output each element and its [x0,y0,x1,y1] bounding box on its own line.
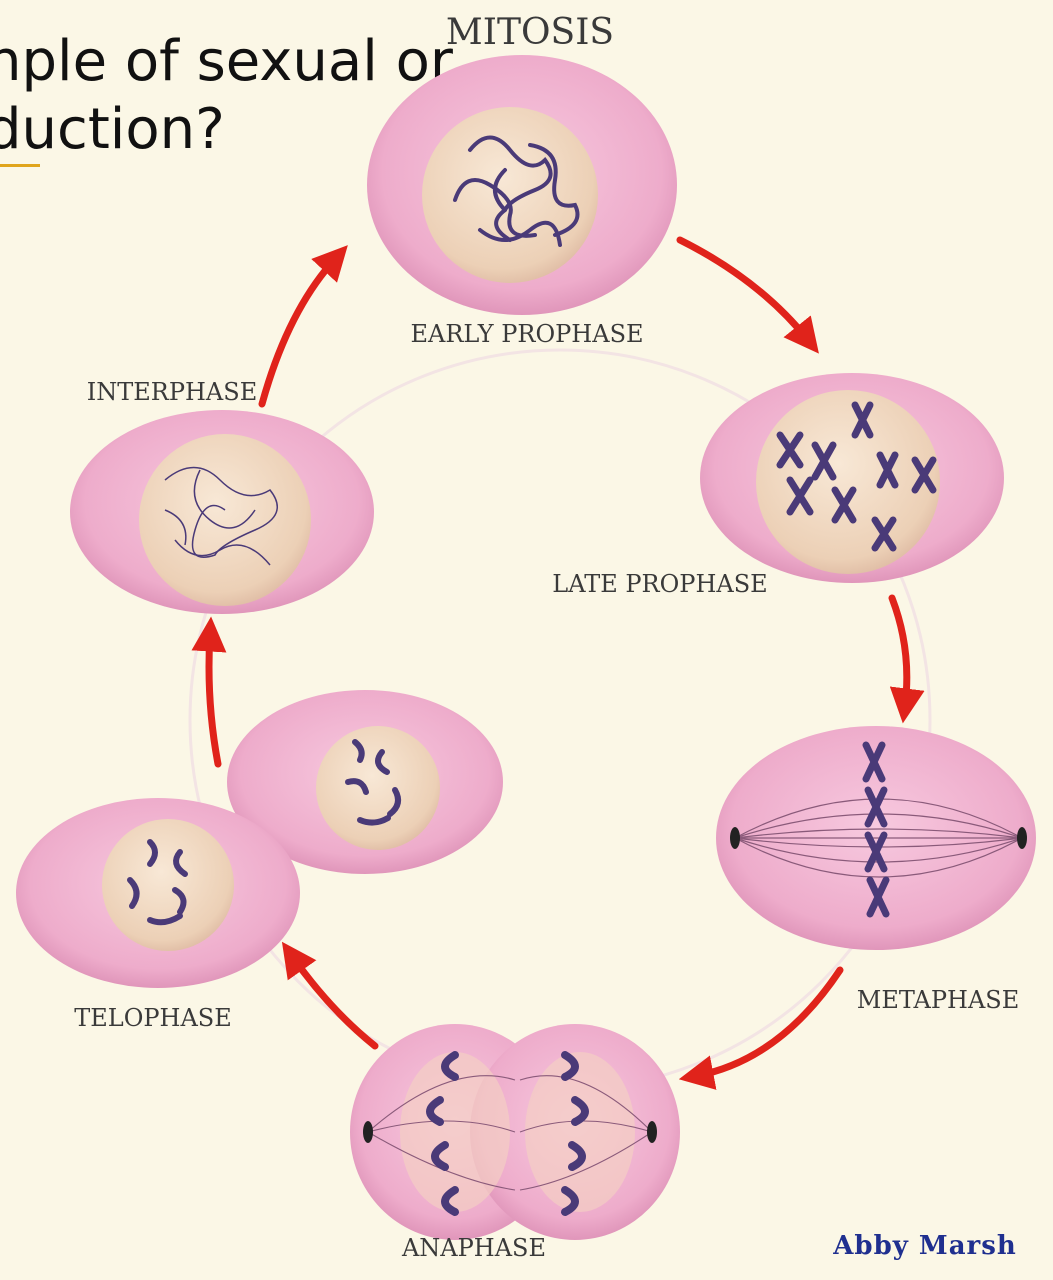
credit: Abby Marsh [832,1231,1017,1261]
diagram-title: MITOSIS [446,12,614,53]
centrosome [1017,827,1027,849]
arrow-late-to-metaphase [892,598,907,706]
label-telophase: TELOPHASE [74,1004,232,1032]
cell-anaphase [350,1024,680,1240]
arrow-telophase-to-interphase [209,634,218,764]
centrosome [647,1121,657,1143]
arrow-anaphase-to-telophase [292,956,375,1046]
arrow-interphase-to-early [262,258,336,404]
label-anaphase: ANAPHASE [401,1234,546,1262]
nucleus [422,107,598,283]
cell-early-prophase [367,55,677,315]
cell-late-prophase [700,373,1004,583]
nucleus [756,390,940,574]
label-late-prophase: LATE PROPHASE [552,570,767,598]
label-metaphase: METAPHASE [857,986,1020,1014]
centrosome [730,827,740,849]
label-early-prophase: EARLY PROPHASE [410,320,643,348]
nucleus [102,819,234,951]
nucleus [316,726,440,850]
cell-interphase [70,410,374,614]
centrosome [363,1121,373,1143]
label-interphase: INTERPHASE [87,378,257,406]
cell-metaphase [716,726,1036,950]
cell-telophase [16,690,503,988]
cycle-arrows [209,240,907,1076]
arrow-early-to-late [680,240,808,340]
nucleus [139,434,311,606]
